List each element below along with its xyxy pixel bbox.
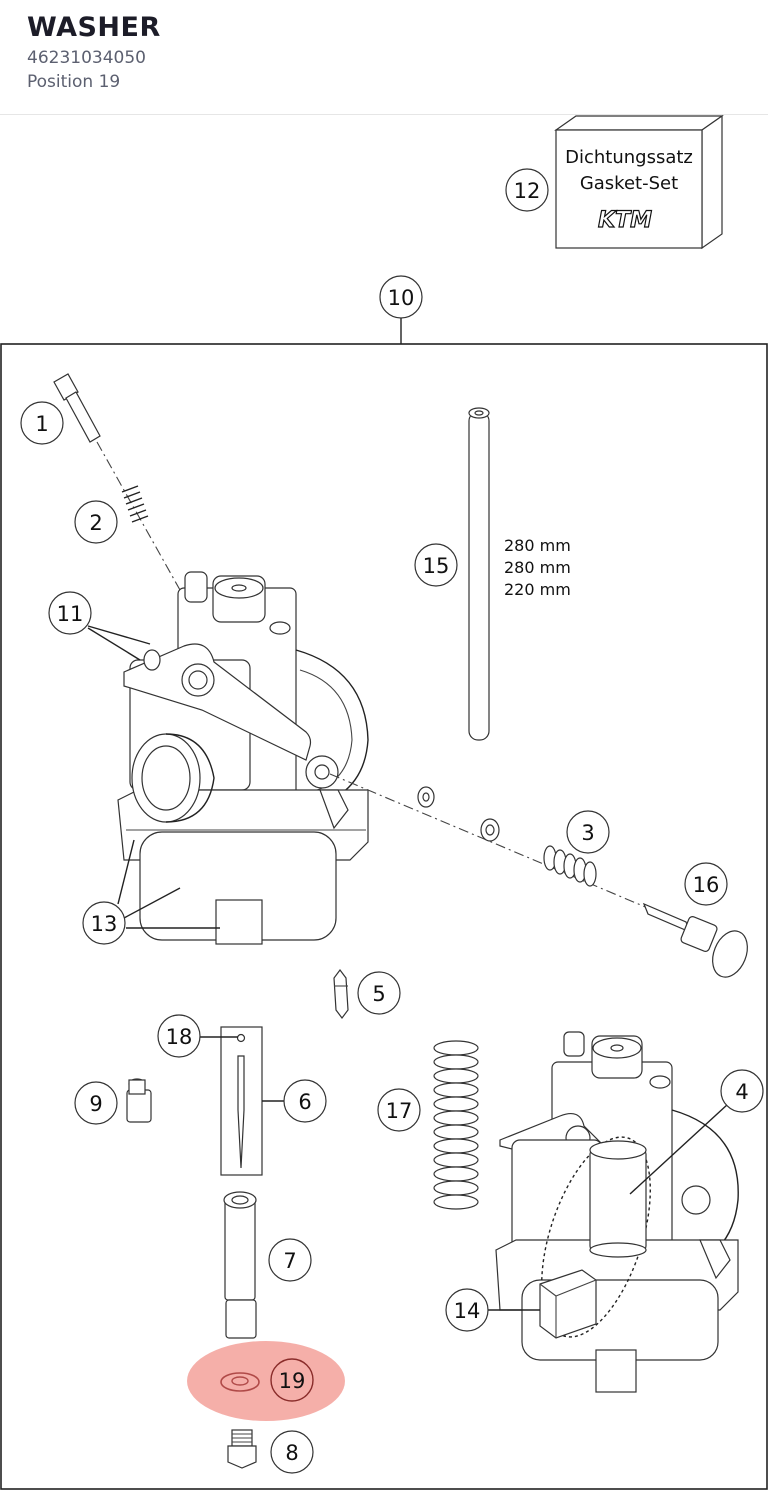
callout-2[interactable]: 2 [74, 500, 118, 544]
callout-3[interactable]: 3 [566, 810, 610, 854]
callout-10-label: 10 [388, 286, 415, 310]
callout-8[interactable]: 8 [270, 1430, 314, 1474]
part-16-idle-screw[interactable] [642, 902, 754, 982]
part-11-lever[interactable] [123, 643, 312, 761]
callout-17-label: 17 [386, 1099, 413, 1123]
callout-16-label: 16 [693, 873, 720, 897]
ktm-logo: KTM [598, 208, 652, 233]
part-number: 46231034050 [27, 48, 146, 68]
callout-9[interactable]: 9 [74, 1081, 118, 1125]
callout-15-label: 15 [423, 554, 450, 578]
measurement-3: 220 mm [504, 580, 571, 599]
callout-1[interactable]: 1 [20, 401, 64, 445]
part-14-float[interactable] [539, 1269, 597, 1339]
part-6-jet-needle[interactable] [220, 1026, 263, 1176]
axis-washer-a[interactable] [417, 786, 435, 808]
callout-1-label: 1 [35, 412, 48, 436]
callout-12-label: 12 [514, 179, 541, 203]
callout-14[interactable]: 14 [445, 1288, 489, 1332]
gasket-box-line1: Dichtungssatz [565, 147, 693, 168]
callout-4[interactable]: 4 [720, 1069, 764, 1113]
callout-6[interactable]: 6 [283, 1079, 327, 1123]
part-4-throttle-slide[interactable] [589, 1140, 647, 1258]
callout-11-label: 11 [57, 602, 84, 626]
callout-19[interactable]: 19 [270, 1358, 314, 1402]
callout-3-label: 3 [581, 821, 594, 845]
callout-13-label: 13 [91, 912, 118, 936]
highlight-position-19 [187, 1341, 345, 1421]
callout-9-label: 9 [89, 1092, 102, 1116]
header: WASHER 46231034050 Position 19 [0, 0, 768, 115]
measurement-2: 280 mm [504, 558, 571, 577]
part-8-main-jet[interactable] [227, 1429, 257, 1469]
gasket-set-box[interactable]: Dichtungssatz Gasket-Set KTM [554, 114, 724, 250]
callout-8-label: 8 [285, 1441, 298, 1465]
callout-11[interactable]: 11 [48, 591, 92, 635]
callout-16[interactable]: 16 [684, 862, 728, 906]
callout-10[interactable]: 10 [379, 275, 423, 319]
axis-washer-b[interactable] [480, 818, 500, 842]
part-3-spring[interactable] [543, 845, 597, 887]
assembly-frame [0, 343, 768, 1490]
part-15-tube[interactable] [468, 407, 490, 741]
callout-18[interactable]: 18 [157, 1014, 201, 1058]
gasket-box-line2: Gasket-Set [580, 173, 678, 194]
callout-7[interactable]: 7 [268, 1238, 312, 1282]
measurement-1: 280 mm [504, 536, 571, 555]
position-label: Position 19 [27, 72, 121, 92]
leader-lines [87, 625, 729, 1311]
callout-17[interactable]: 17 [377, 1088, 421, 1132]
callout-14-label: 14 [454, 1299, 481, 1323]
callout-19-label: 19 [279, 1369, 306, 1393]
callout-15[interactable]: 15 [414, 543, 458, 587]
part-19-washer[interactable] [220, 1372, 260, 1392]
part-17-spring[interactable] [433, 1040, 479, 1210]
callout-7-label: 7 [283, 1249, 296, 1273]
part-2-spring[interactable] [121, 485, 149, 523]
callout-2-label: 2 [89, 511, 102, 535]
carburetor-body-upper[interactable] [117, 571, 369, 945]
callout-5[interactable]: 5 [357, 971, 401, 1015]
part-9-jet[interactable] [126, 1078, 152, 1123]
callout-12[interactable]: 12 [505, 168, 549, 212]
callout-18-label: 18 [166, 1025, 193, 1049]
callout-5-label: 5 [372, 982, 385, 1006]
part-7-needle-jet[interactable] [223, 1191, 257, 1339]
part-title: WASHER [27, 12, 161, 43]
part-5-float-needle[interactable] [333, 969, 349, 1019]
part-1-screw[interactable] [53, 373, 101, 443]
callout-6-label: 6 [298, 1090, 311, 1114]
callout-13[interactable]: 13 [82, 901, 126, 945]
callout-4-label: 4 [735, 1080, 748, 1104]
